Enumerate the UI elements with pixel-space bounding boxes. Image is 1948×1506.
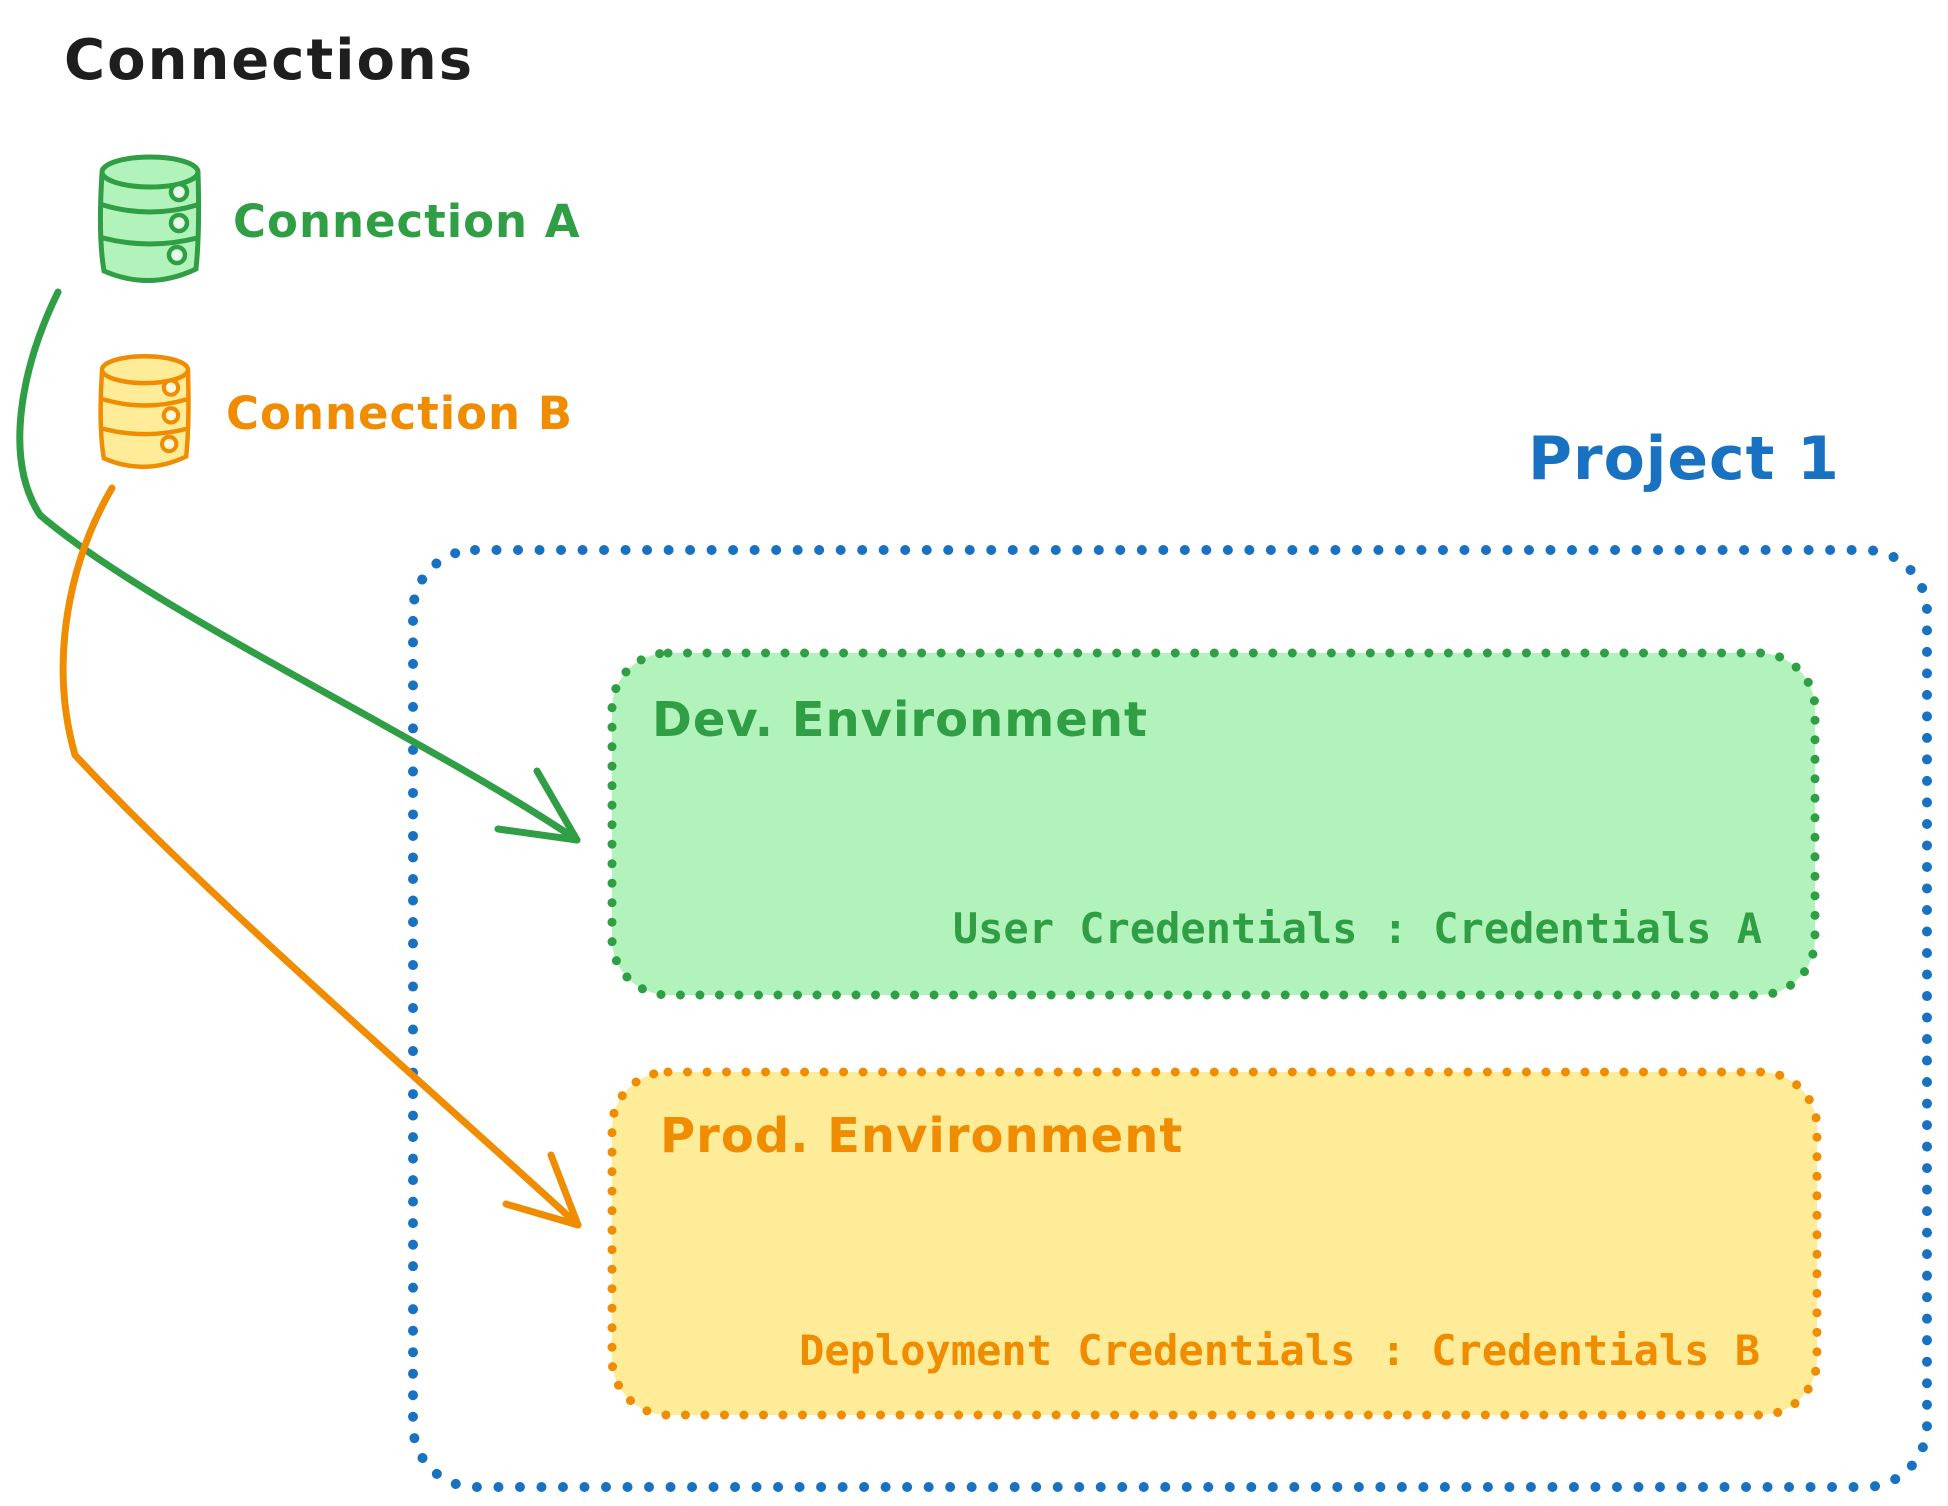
prod-environment-title: Prod. Environment: [660, 1108, 1184, 1164]
database-cylinder-icon: [97, 154, 202, 283]
prod-environment-credentials: Deployment Credentials : Credentials B: [799, 1326, 1760, 1375]
arrowhead-dev: [494, 767, 581, 844]
dev-environment-title: Dev. Environment: [652, 692, 1148, 748]
connection-a-label: Connection A: [233, 194, 581, 248]
arrow-connection-b-to-prod: [59, 484, 582, 1229]
connection-a-item: Connection A: [93, 150, 581, 293]
project-title: Project 1: [1528, 424, 1840, 494]
arrowhead-prod: [502, 1151, 582, 1229]
connection-b-item: Connection B: [90, 350, 573, 478]
dev-environment-credentials: User Credentials : Credentials A: [952, 904, 1762, 953]
database-cylinder-icon: [98, 354, 191, 470]
connection-b-label: Connection B: [226, 387, 574, 441]
connections-title: Connections: [64, 28, 475, 93]
